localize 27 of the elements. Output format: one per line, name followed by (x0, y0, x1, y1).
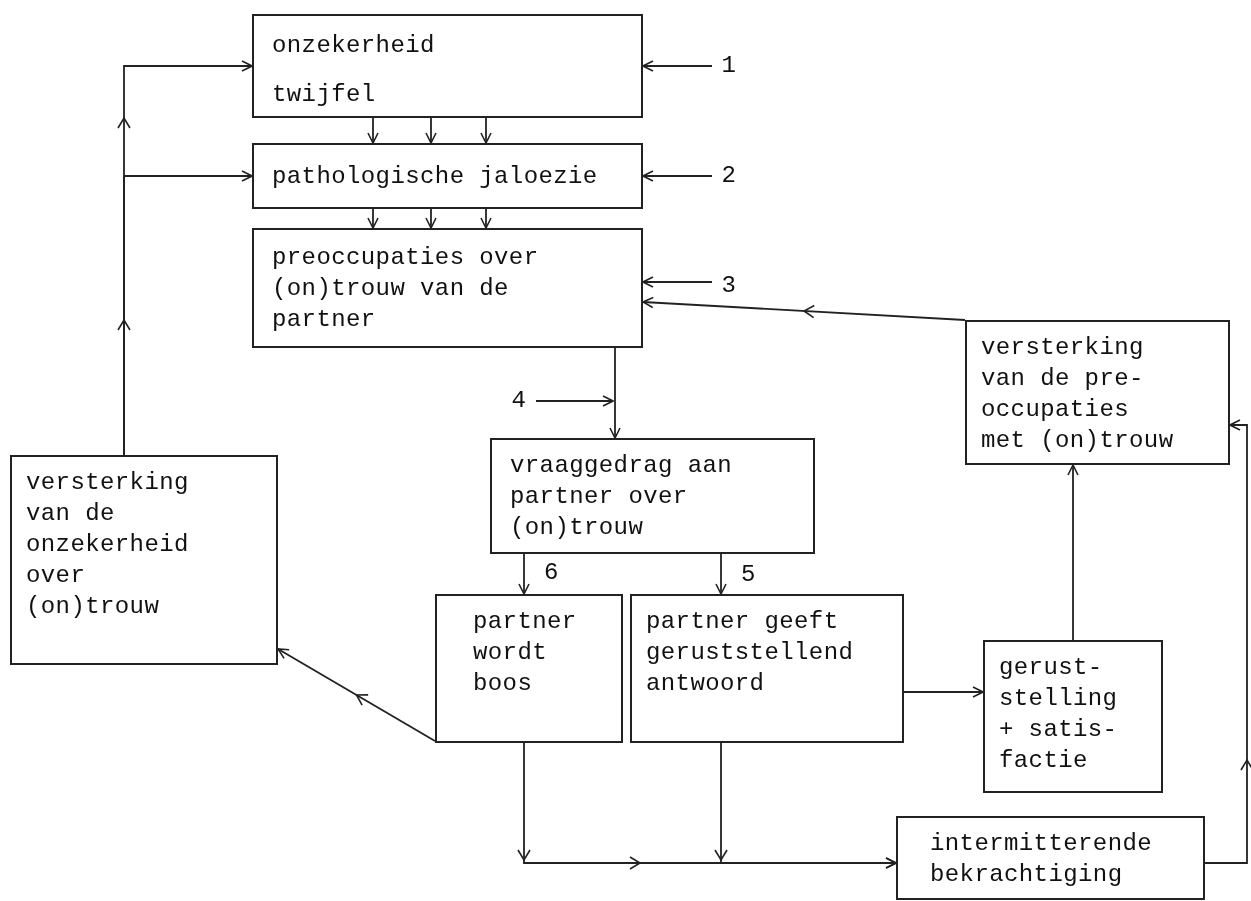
box-text: gerust- stelling + satis- factie (999, 653, 1119, 776)
process-box (252, 143, 643, 209)
process-box (965, 320, 1230, 465)
box-text: pathologische jaloezie (272, 162, 599, 192)
box-text: vraaggedrag aan partner over (on)trouw (510, 451, 734, 543)
process-box (630, 594, 904, 743)
box-text: intermitterende bekrachtiging (930, 829, 1154, 890)
callout-number: 1 (720, 51, 738, 81)
box-text: onzekerheid (272, 31, 436, 61)
callout-number: 2 (720, 161, 738, 191)
process-box (252, 228, 643, 348)
box-text: partner geeft geruststellend antwoord (646, 607, 855, 699)
callout-number: 3 (720, 271, 738, 301)
edge-label: 6 (544, 558, 559, 588)
edge-label: 5 (741, 560, 756, 590)
callout-number: 4 (510, 386, 528, 416)
process-box (435, 594, 623, 743)
box-text: versterking van de pre- occupaties met (on)trouw (981, 333, 1175, 456)
box-text: preoccupaties over (on)trouw van de partner (272, 243, 540, 335)
process-box (10, 455, 278, 665)
process-box (252, 14, 643, 118)
process-box (983, 640, 1163, 793)
box-text: partner wordt boos (473, 607, 578, 699)
process-box (896, 816, 1205, 900)
process-box (490, 438, 815, 554)
box-text: twijfel (272, 80, 377, 110)
box-text: versterking van de onzekerheid over (on)trouw (26, 468, 190, 622)
